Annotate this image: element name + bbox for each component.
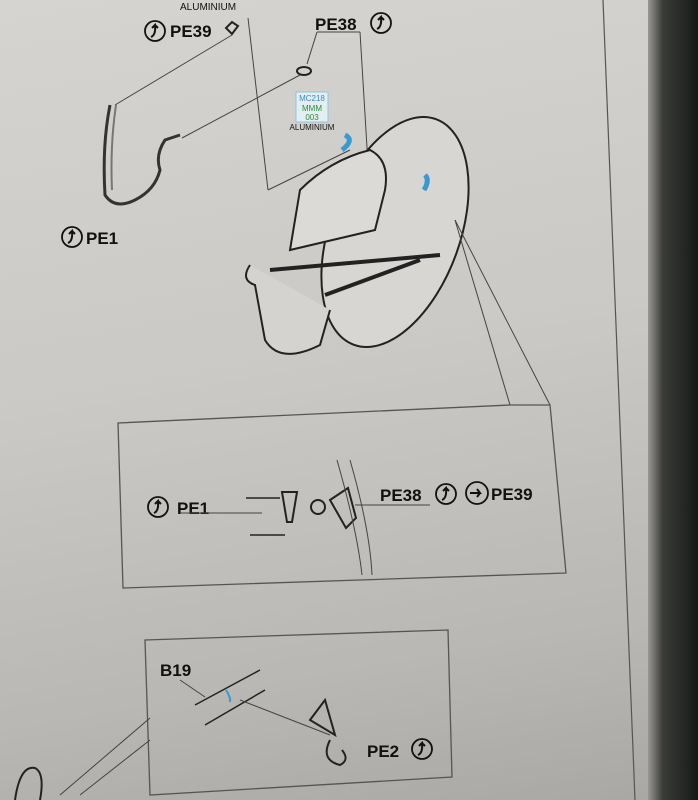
seat-assembly — [245, 116, 470, 355]
page-border — [602, 0, 636, 800]
bend-up-arrow-icon — [61, 226, 83, 248]
b19-label: B19 — [160, 661, 191, 680]
attach-arrow-icon — [465, 481, 489, 505]
detail-box-belt-attachment: PE1 PE38 PE39 — [117, 404, 567, 589]
aluminium-label: ALUMINIUM — [180, 2, 236, 13]
paint-code-box: MC218 MMM 003 ALUMINIUM — [290, 91, 335, 132]
pe1-label: PE1 — [86, 229, 118, 248]
paint-material: ALUMINIUM — [290, 123, 335, 132]
bend-up-arrow-icon — [370, 12, 392, 34]
detail-pe38-label: PE38 — [380, 486, 422, 505]
bend-up-arrow-icon — [435, 483, 457, 505]
bend-up-arrow-icon — [411, 738, 433, 760]
partial-part-outline — [14, 766, 43, 800]
detail-pe39-label: PE39 — [491, 485, 533, 504]
paint-number: 003 — [305, 113, 319, 122]
detail-box-hook: B19 PE2 — [59, 629, 453, 796]
pe2-label: PE2 — [367, 742, 399, 761]
detail-pe1-label: PE1 — [177, 499, 209, 518]
pe39-top-callout: PE39 ALUMINIUM — [144, 2, 240, 42]
pe38-top-callout: PE38 — [296, 12, 392, 76]
seat-belt-pe1 — [102, 104, 181, 206]
pe39-label: PE39 — [170, 22, 212, 41]
pe38-label: PE38 — [315, 15, 357, 34]
pe1-top-callout: PE1 — [61, 226, 118, 248]
paint-brand: MMM — [302, 104, 322, 113]
paint-code: MC218 — [299, 94, 325, 103]
page-edge-shadow — [648, 0, 698, 800]
bend-up-arrow-icon — [144, 20, 166, 42]
bend-up-arrow-icon — [147, 496, 169, 518]
